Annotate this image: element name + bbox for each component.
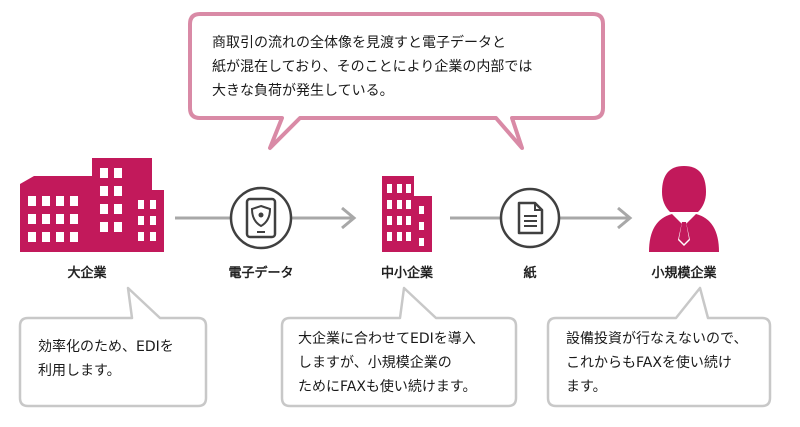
- arrow-head: [617, 206, 633, 230]
- top-note-line-3: 大きな負荷が発生している。: [212, 83, 394, 99]
- label-digital-data: 電子データ: [228, 266, 294, 281]
- office-buildings-icon: [20, 158, 164, 252]
- flow-arrows: [175, 206, 633, 230]
- top-note-line-1: 商取引の流れの全体像を見渡すと電子データと: [212, 35, 506, 51]
- tablet-shield-icon: [229, 186, 293, 250]
- label-large-company: 大企業: [67, 266, 107, 281]
- businessman-icon: [649, 166, 719, 252]
- callout-box-2: [280, 286, 518, 408]
- callout-1-line-1: 効率化のため、EDIを: [38, 339, 174, 355]
- document-icon: [499, 187, 561, 249]
- label-mid-company: 中小企業: [380, 266, 433, 281]
- callout-3-line-2: これからもFAXを使い続け: [566, 355, 732, 371]
- callout-box-3: [546, 286, 772, 408]
- callout-2-line-3: ためにFAXも使い続けます。: [298, 379, 477, 395]
- tower-building-icon: [382, 176, 432, 252]
- callout-3-line-1: 設備投資が行なえないので、: [566, 331, 748, 347]
- label-small-business: 小規模企業: [651, 266, 717, 281]
- arrow-head: [341, 206, 357, 230]
- callout-1-line-2: 利用します。: [38, 363, 121, 379]
- callout-box-1: [18, 286, 208, 408]
- top-note: [188, 12, 605, 150]
- label-paper: 紙: [523, 266, 537, 281]
- top-note-line-2: 紙が混在しており、そのことにより企業の内部では: [212, 59, 533, 75]
- callout-2-line-1: 大企業に合わせてEDIを導入: [298, 331, 476, 347]
- callout-boxes: [18, 286, 772, 408]
- callout-2-line-2: しますが、小規模企業の: [298, 355, 452, 371]
- callout-3-line-3: ます。: [566, 379, 607, 395]
